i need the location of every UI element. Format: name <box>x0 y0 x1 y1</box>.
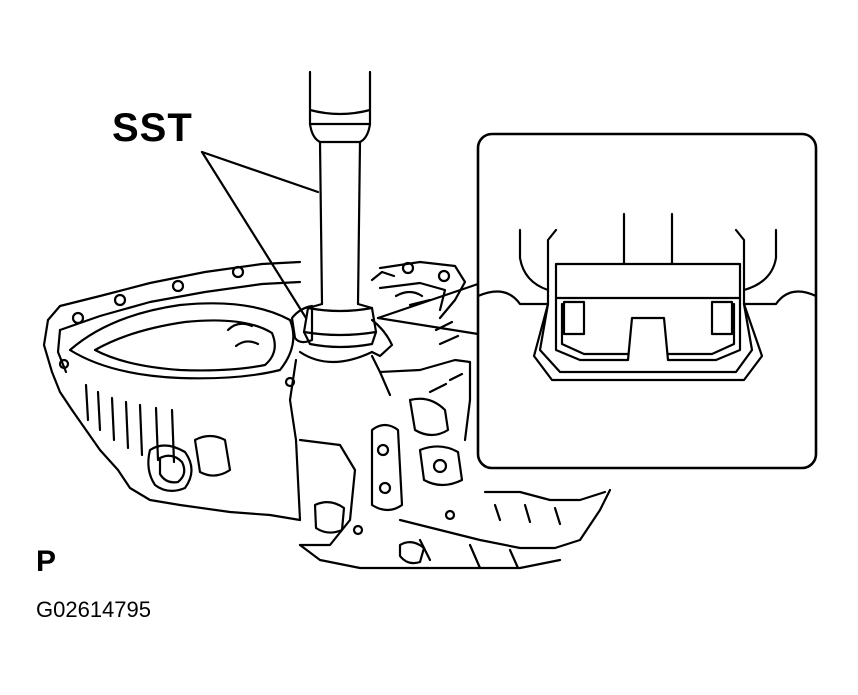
sst-driver-tool <box>302 70 378 349</box>
sst-leader-lines <box>200 150 320 320</box>
detail-connector-lines <box>376 282 480 336</box>
sst-callout-label: SST <box>112 106 193 150</box>
view-letter: P <box>36 545 57 578</box>
figure-code: G02614795 <box>36 597 151 622</box>
transaxle-housing <box>42 260 612 570</box>
detail-inset <box>476 132 818 470</box>
